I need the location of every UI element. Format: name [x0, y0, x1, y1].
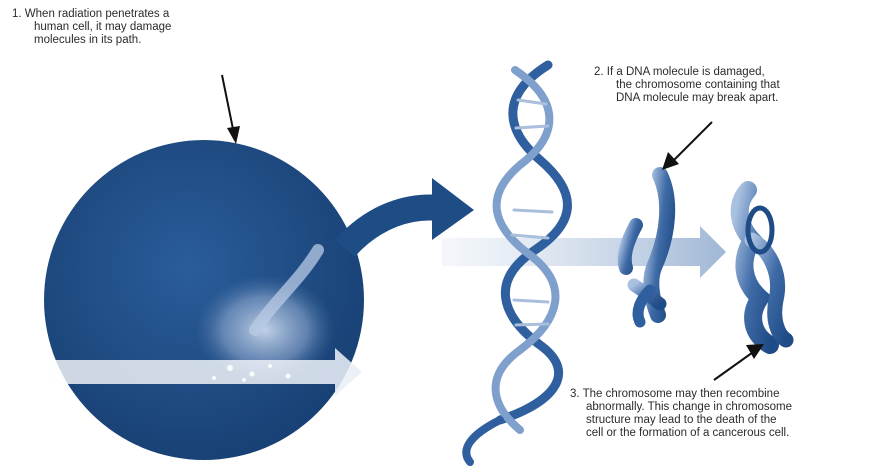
cell-to-dna-arrow [345, 178, 474, 248]
pointer-arrow-2 [662, 122, 712, 170]
caption-1-line-1: 1. When radiation penetrates a [12, 8, 171, 21]
caption-1-line-2: human cell, it may damage [12, 21, 171, 34]
caption-3-line-3: structure may lead to the death of the [570, 414, 792, 427]
caption-1-text-1: When radiation penetrates a [25, 8, 169, 20]
caption-2-number: 2. [594, 66, 604, 78]
caption-3-line-1: 3. The chromosome may then recombine [570, 388, 792, 401]
caption-2-line-3: DNA molecule may break apart. [594, 92, 780, 105]
caption-step-1: 1. When radiation penetrates a human cel… [12, 8, 171, 47]
caption-2-text-1: If a DNA molecule is damaged, [607, 66, 765, 78]
dna-lower-tail [466, 420, 500, 462]
caption-step-2: 2. If a DNA molecule is damaged, the chr… [594, 66, 780, 105]
caption-2-line-2: the chromosome containing that [594, 79, 780, 92]
human-cell [40, 140, 364, 460]
caption-3-line-2: abnormally. This change in chromosome [570, 401, 792, 414]
progression-arrow [442, 226, 726, 278]
pointer-arrow-1 [222, 75, 240, 144]
caption-2-line-1: 2. If a DNA molecule is damaged, [594, 66, 780, 79]
pointer-arrow-3 [714, 344, 764, 380]
caption-3-number: 3. [570, 388, 580, 400]
caption-1-number: 1. [12, 8, 22, 20]
caption-3-text-1: The chromosome may then recombine [583, 388, 780, 400]
recombined-chromosome [740, 190, 786, 345]
caption-step-3: 3. The chromosome may then recombine abn… [570, 388, 792, 440]
caption-3-line-4: cell or the formation of a cancerous cel… [570, 427, 792, 440]
caption-1-line-3: molecules in its path. [12, 34, 171, 47]
